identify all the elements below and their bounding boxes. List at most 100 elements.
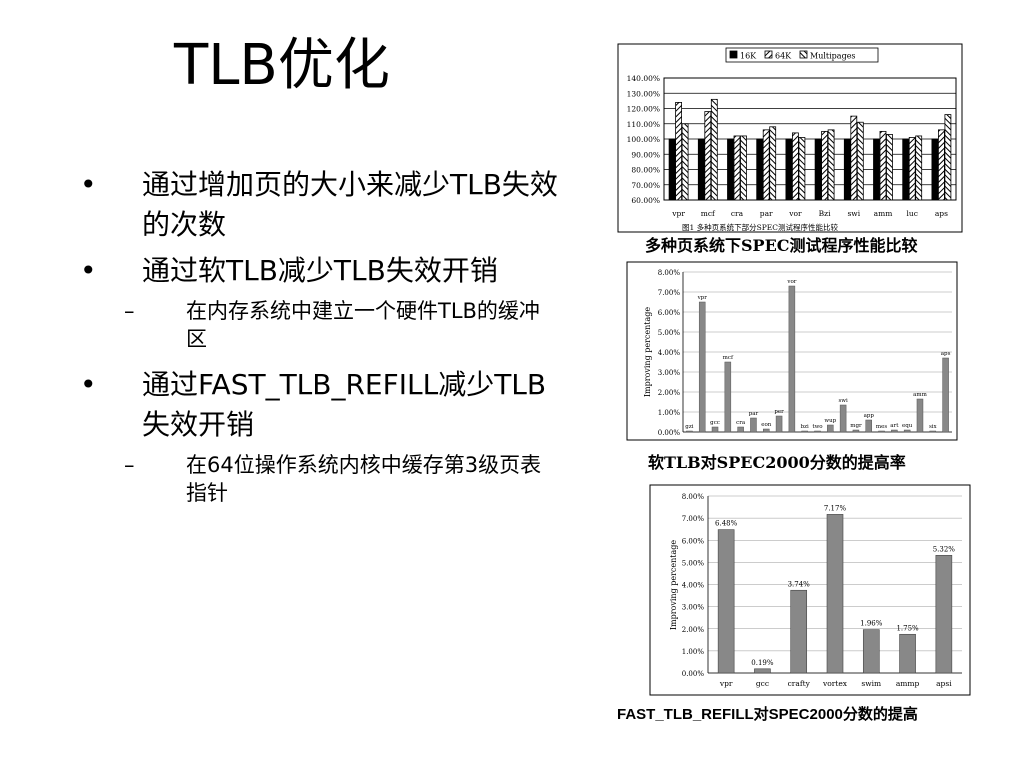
chart3-x-tick-label: vortex — [822, 679, 848, 688]
chart3-y-tick-label: 3.00% — [682, 604, 705, 612]
sub-bullet-marker: – — [124, 453, 135, 477]
chart1-bar-16k — [727, 138, 734, 201]
chart2-bar-label: wup — [824, 418, 836, 424]
chart1-x-tick-label: par — [760, 209, 773, 218]
chart3-bar — [862, 629, 880, 674]
chart1-bar-16k — [697, 138, 705, 201]
chart2-bar — [929, 430, 937, 433]
chart1-bar-multipages — [944, 114, 952, 201]
bullet-item: •通过增加页的大小来减少TLB失效的次数 — [80, 165, 560, 245]
chart1-x-tick-label: vor — [788, 209, 802, 218]
chart1-x-tick-label: luc — [906, 209, 917, 218]
chart2-bar — [891, 429, 898, 433]
chart2-bar — [916, 398, 924, 433]
chart1-y-tick-label: 90.00% — [631, 150, 660, 159]
chart1-bar-multipages — [740, 135, 747, 201]
chart2-bar — [763, 428, 770, 433]
chart1-bar-16k — [785, 138, 793, 201]
chart1-y-tick-label: 80.00% — [631, 166, 660, 175]
sub-bullet-item: –在64位操作系统内核中缓存第3级页表指针 — [80, 451, 560, 507]
chart3-x-tick-label: gcc — [756, 679, 769, 688]
chart1-bar-64k — [821, 130, 828, 201]
chart1-x-tick-label: Bzi — [819, 209, 831, 218]
chart1-bar-64k — [908, 137, 916, 201]
chart3-x-tick-label: swim — [861, 679, 881, 688]
chart1-bar-multipages — [710, 98, 718, 201]
chart3-x-tick-label: crafty — [788, 679, 811, 688]
chart2-bar-label: mgr — [850, 423, 862, 429]
chart3-caption: FAST_TLB_REFILL对SPEC2000分数的提高 — [617, 706, 918, 723]
chart2-bar-label: two — [812, 424, 823, 430]
chart1-bar-16k — [814, 138, 822, 201]
chart3-data-label: 1.75% — [896, 624, 919, 632]
chart2-bar-label: art — [890, 423, 899, 429]
chart2-bar — [788, 285, 796, 433]
chart1-plot-area — [663, 77, 957, 201]
chart2-bar-label: vpr — [697, 295, 708, 301]
chart1-bar-multipages — [681, 123, 689, 201]
chart1-legend-label: 64K — [775, 52, 792, 61]
chart2-bar — [775, 415, 783, 433]
chart2-bar — [698, 301, 706, 433]
chart2-bar — [711, 426, 719, 433]
chart2-y-tick-label: 6.00% — [658, 309, 681, 317]
chart1-bar-16k — [756, 138, 764, 201]
sub-bullet-marker: – — [124, 299, 135, 323]
chart1-bar-64k — [733, 135, 741, 201]
chart2-y-axis-label: Improving percentage — [643, 307, 652, 398]
chart3-x-tick-label: ammp — [896, 679, 920, 688]
chart3-y-tick-label: 5.00% — [682, 559, 705, 567]
chart3-bar — [754, 668, 771, 674]
chart2-bar-label: app — [864, 413, 875, 419]
chart2-bar-label: equ — [902, 423, 913, 429]
chart3-bar — [717, 529, 735, 674]
chart3-frame — [649, 484, 971, 696]
chart2-bar-label: vor — [786, 279, 796, 285]
chart1-bar-multipages — [856, 121, 864, 201]
chart3-data-label: 0.19% — [751, 659, 774, 667]
chart2-bar — [878, 430, 885, 433]
chart3-y-axis-label: Improving percentage — [669, 540, 678, 631]
chart2-bar — [814, 430, 821, 433]
chart2-y-tick-label: 1.00% — [658, 409, 681, 417]
chart2-bar-label: mcf — [723, 355, 734, 361]
chart3-bar — [899, 633, 916, 674]
chart1-bar-64k — [704, 111, 712, 201]
chart1-y-tick-label: 110.00% — [627, 120, 660, 129]
sub-bullet-text: 在内存系统中建立一个硬件TLB的缓冲区 — [186, 299, 540, 351]
chart3-y-tick-label: 1.00% — [682, 648, 705, 656]
chart2-bar — [750, 417, 757, 433]
chart3-bar — [790, 589, 808, 674]
chart3-bar — [935, 554, 953, 674]
chart2-bar — [801, 430, 808, 433]
chart3-bar — [826, 514, 844, 674]
chart2-bar — [737, 426, 744, 433]
chart2-bar-label: gzi — [685, 424, 693, 430]
bullet-list: •通过增加页的大小来减少TLB失效的次数 •通过软TLB减少TLB失效开销 –在… — [80, 165, 560, 519]
chart3-y-tick-label: 4.00% — [682, 582, 705, 590]
chart3-data-label: 7.17% — [824, 504, 847, 512]
chart1-bar-64k — [938, 129, 945, 201]
chart1-bar-64k — [675, 102, 682, 201]
chart1-y-tick-label: 100.00% — [627, 135, 660, 144]
bullet-text: 通过软TLB减少TLB失效开销 — [142, 254, 498, 287]
chart2-bar — [839, 404, 847, 433]
chart3-x-tick-label: apsi — [936, 679, 952, 688]
chart2-bar — [686, 430, 693, 433]
chart1-bar-16k — [902, 138, 910, 201]
chart1-y-tick-label: 140.00% — [627, 74, 660, 83]
chart1-x-tick-label: cra — [731, 209, 744, 218]
chart3-y-tick-label: 7.00% — [682, 515, 705, 523]
chart1-bar-16k — [873, 138, 880, 201]
chart1-legend-swatch — [799, 50, 808, 59]
chart1-bar-16k — [931, 138, 939, 201]
chart2-caption: 软TLB对SPEC2000分数的提高率 — [648, 453, 906, 472]
chart2-bar-label: gcc — [710, 420, 720, 426]
chart1-bar-multipages — [886, 134, 893, 201]
bullet-marker: • — [80, 168, 97, 201]
chart2-bar-label: per — [774, 409, 784, 415]
chart1-bar-64k — [762, 129, 770, 201]
chart2-bar — [827, 424, 834, 433]
chart2-bar-label: six — [929, 424, 938, 430]
